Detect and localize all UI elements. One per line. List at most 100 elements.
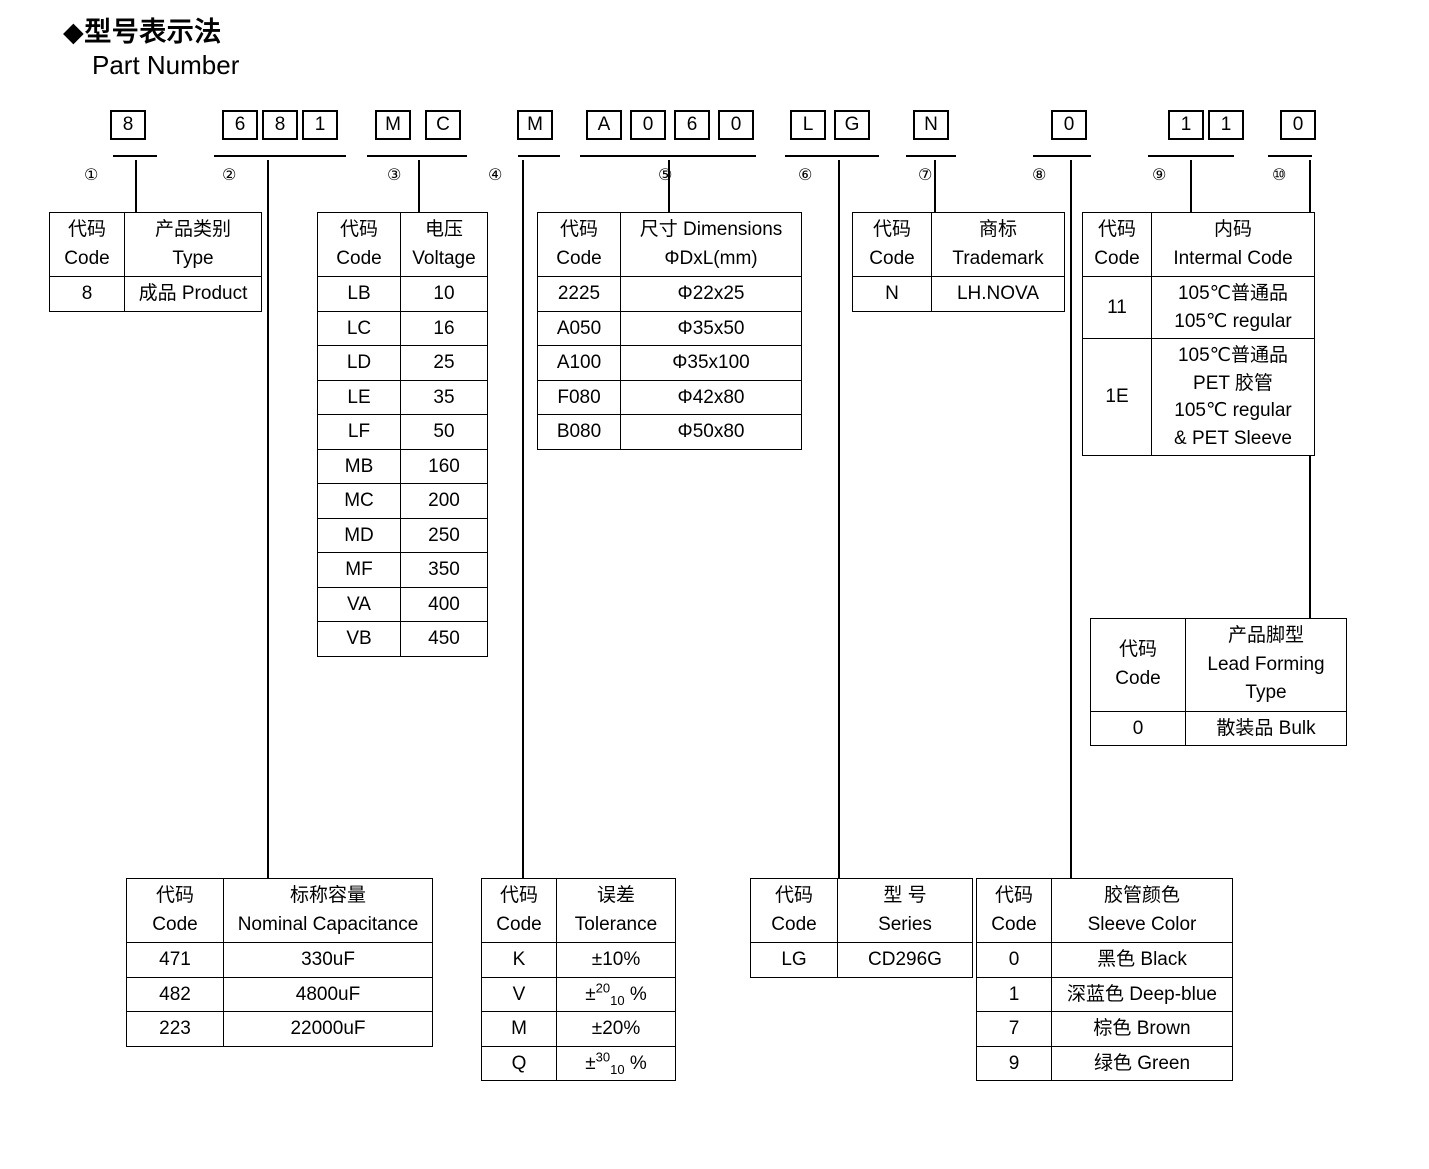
sleeve-color-code-0: 0 — [976, 942, 1052, 978]
table-type: 代码 Code 产品类别 Type 8 成品 Product — [49, 212, 262, 312]
group-index-6: ⑥ — [798, 167, 813, 184]
pn-char-3-1: C — [425, 110, 461, 140]
dimensions-code-3: F080 — [537, 379, 621, 416]
pn-char-9-1: 1 — [1208, 110, 1244, 140]
group-underline-6 — [785, 155, 879, 157]
capacitance-code-2: 223 — [126, 1011, 224, 1047]
table-series: 代码 Code 型 号 Series LG CD296G — [750, 878, 973, 978]
pn-char-6-0: L — [790, 110, 826, 140]
pn-char-6-1: G — [834, 110, 870, 140]
series-value-0: CD296G — [837, 942, 973, 978]
voltage-value-4: 50 — [400, 414, 488, 450]
dimensions-value-4: Φ50x80 — [620, 414, 802, 450]
voltage-value-3: 35 — [400, 379, 488, 416]
tolerance-value-3: ±3010 % — [556, 1045, 676, 1082]
pn-char-5-1: 0 — [630, 110, 666, 140]
trademark-header-code: 代码 Code — [852, 212, 932, 277]
group-index-8: ⑧ — [1032, 167, 1047, 184]
table-row: M ±20% — [481, 1011, 676, 1047]
voltage-code-6: MC — [317, 483, 401, 519]
capacitance-value-0: 330uF — [223, 942, 433, 978]
dimensions-value-0: Φ22x25 — [620, 276, 802, 312]
dimensions-header-code: 代码 Code — [537, 212, 621, 277]
dimensions-value-3: Φ42x80 — [620, 379, 802, 416]
type-header-code: 代码 Code — [49, 212, 125, 277]
group-index-9: ⑨ — [1152, 167, 1167, 184]
internal-code-value-1: 105℃普通品 PET 胶管 105℃ regular & PET Sleeve — [1151, 338, 1315, 457]
pn-char-4-0: M — [517, 110, 553, 140]
capacitance-code-1: 482 — [126, 976, 224, 1013]
capacitance-value-1: 4800uF — [223, 976, 433, 1013]
series-code-0: LG — [750, 942, 838, 978]
page-title-cn: ◆型号表示法 — [63, 17, 222, 47]
tolerance-code-0: K — [481, 942, 557, 978]
lead-forming-header-value: 产品脚型 Lead Forming Type — [1185, 618, 1347, 712]
table-row-header: 代码 Code 商标 Trademark — [852, 212, 1065, 277]
table-row: Q ±3010 % — [481, 1045, 676, 1082]
sleeve-color-header-code: 代码 Code — [976, 878, 1052, 943]
table-row-header: 代码 Code 电压 Voltage — [317, 212, 488, 277]
group-index-5: ⑤ — [658, 167, 673, 184]
voltage-value-10: 450 — [400, 621, 488, 658]
capacitance-header-value: 标称容量 Nominal Capacitance — [223, 878, 433, 943]
tolerance-fraction-3: ±3010 % — [585, 1049, 647, 1077]
connector-line-7 — [934, 160, 936, 212]
table-row: LG CD296G — [750, 942, 973, 978]
sleeve-color-code-1: 1 — [976, 976, 1052, 1013]
capacitance-value-2: 22000uF — [223, 1011, 433, 1047]
sleeve-color-code-3: 9 — [976, 1045, 1052, 1082]
group-underline-3 — [367, 155, 467, 157]
sleeve-color-value-1: 深蓝色 Deep-blue — [1051, 976, 1233, 1013]
pn-char-2-0: 6 — [222, 110, 258, 140]
table-lead-forming: 代码 Code 产品脚型 Lead Forming Type 0 散装品 Bul… — [1090, 618, 1347, 747]
lead-forming-header-code: 代码 Code — [1090, 618, 1186, 712]
capacitance-header-code: 代码 Code — [126, 878, 224, 943]
pn-char-7-0: N — [913, 110, 949, 140]
trademark-code-0: N — [852, 276, 932, 312]
dimensions-code-0: 2225 — [537, 276, 621, 312]
voltage-value-8: 350 — [400, 552, 488, 588]
tolerance-code-2: M — [481, 1011, 557, 1047]
table-row: 11 105℃普通品 105℃ regular — [1082, 275, 1315, 340]
table-internal-code: 代码 Code 内码 Intermal Code 11 105℃普通品 105℃… — [1082, 212, 1315, 457]
connector-line-1 — [135, 160, 137, 212]
voltage-code-8: MF — [317, 552, 401, 588]
lead-forming-code-0: 0 — [1090, 710, 1186, 747]
series-header-code: 代码 Code — [750, 878, 838, 943]
group-index-4: ④ — [488, 167, 503, 184]
pn-char-3-0: M — [375, 110, 411, 140]
voltage-value-0: 10 — [400, 276, 488, 312]
group-underline-2 — [214, 155, 346, 157]
dimensions-header-value: 尺寸 Dimensions ΦDxL(mm) — [620, 212, 802, 277]
dimensions-code-2: A100 — [537, 345, 621, 381]
table-row-header: 代码 Code 标称容量 Nominal Capacitance — [126, 878, 433, 943]
table-row: 0 散装品 Bulk — [1090, 710, 1347, 747]
sleeve-color-value-2: 棕色 Brown — [1051, 1011, 1233, 1047]
pn-char-10-0: 0 — [1280, 110, 1316, 140]
table-row: K ±10% — [481, 942, 676, 978]
internal-code-value-0: 105℃普通品 105℃ regular — [1151, 275, 1315, 340]
type-value-0: 成品 Product — [124, 276, 262, 312]
table-row-header: 代码 Code 产品类别 Type — [49, 212, 262, 277]
type-code-0: 8 — [49, 276, 125, 312]
connector-line-4 — [522, 160, 524, 878]
voltage-value-6: 200 — [400, 483, 488, 519]
voltage-code-0: LB — [317, 276, 401, 312]
internal-code-header-value: 内码 Intermal Code — [1151, 212, 1315, 277]
tolerance-header-code: 代码 Code — [481, 878, 557, 943]
